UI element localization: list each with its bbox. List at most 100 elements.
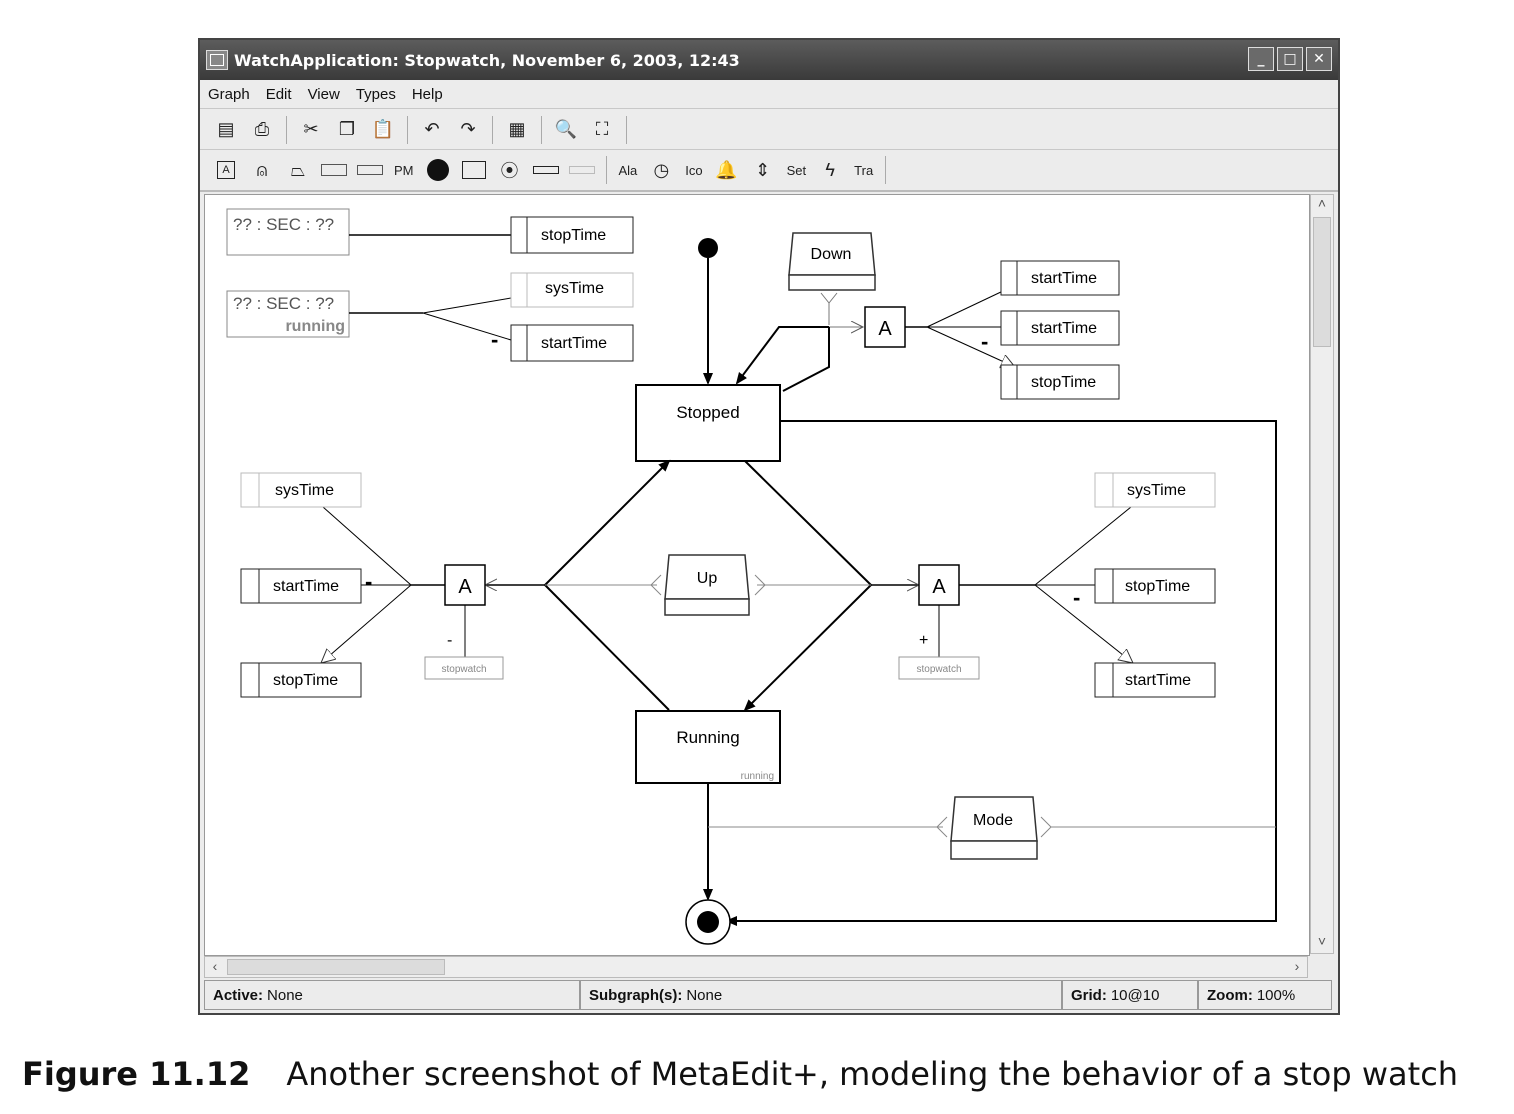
- status-active-label: Active:: [213, 986, 264, 1004]
- menu-edit[interactable]: Edit: [265, 85, 292, 103]
- var-label: stopTime: [1125, 578, 1190, 595]
- transition: [744, 460, 872, 586]
- button-label: Up: [697, 570, 718, 587]
- button-down[interactable]: Down: [788, 232, 876, 291]
- var-starttime-left[interactable]: startTime: [240, 568, 362, 604]
- watch-type-icon[interactable]: [532, 156, 560, 184]
- button-mode[interactable]: Mode: [950, 796, 1038, 860]
- print-icon[interactable]: ⎙: [254, 119, 270, 139]
- palette-tra[interactable]: Tra: [854, 162, 874, 178]
- palette-pm[interactable]: PM: [394, 162, 414, 178]
- scroll-left-icon[interactable]: ‹: [212, 958, 218, 974]
- var-stoptime-top[interactable]: stopTime: [510, 216, 634, 254]
- properties-icon[interactable]: ▤: [217, 119, 235, 139]
- fit-icon[interactable]: ⛶: [595, 119, 609, 139]
- stopwatch-ref-right[interactable]: stopwatch: [898, 656, 980, 680]
- action-left[interactable]: A: [444, 564, 486, 606]
- zoom-icon[interactable]: 🔍: [554, 119, 578, 139]
- figure-text: Another screenshot of MetaEdit+, modelin…: [286, 1055, 1459, 1093]
- action-right[interactable]: A: [918, 564, 960, 606]
- display-box-1[interactable]: ?? : SEC : ??: [226, 208, 350, 256]
- var-label: startTime: [273, 578, 339, 595]
- title-bar[interactable]: WatchApplication: Stopwatch, November 6,…: [200, 40, 1338, 80]
- app-type-icon[interactable]: [568, 156, 596, 184]
- start-state-icon[interactable]: [424, 156, 452, 184]
- variable-type-icon[interactable]: [356, 156, 384, 184]
- updown-arrow-icon[interactable]: ⇕: [755, 159, 771, 180]
- lightning-icon[interactable]: ϟ: [825, 159, 835, 180]
- scroll-down-icon[interactable]: ˅: [1317, 933, 1327, 949]
- menu-view[interactable]: View: [307, 85, 340, 103]
- var-systime-top[interactable]: sysTime: [510, 272, 634, 308]
- minus-sign: -: [447, 632, 452, 649]
- display-box-2[interactable]: ?? : SEC : ?? running: [226, 290, 350, 338]
- status-grid-value: 10@10: [1110, 986, 1160, 1004]
- action-type-icon[interactable]: A: [212, 156, 240, 184]
- copy-icon[interactable]: ❐: [338, 119, 356, 139]
- app-icon: [206, 50, 228, 70]
- table-icon[interactable]: ▦: [508, 119, 526, 139]
- display-running-label: running: [285, 318, 345, 335]
- palette-ala[interactable]: Ala: [618, 162, 638, 178]
- var-starttime-top[interactable]: startTime: [510, 324, 634, 362]
- close-button[interactable]: ✕: [1306, 47, 1332, 71]
- event-arrow: [820, 292, 838, 304]
- connector: [322, 506, 412, 586]
- initial-state[interactable]: [698, 238, 718, 258]
- toolbar-separator: [492, 115, 493, 144]
- horizontal-scrollbar[interactable]: ‹ ›: [204, 956, 1308, 978]
- var-systime-right[interactable]: sysTime: [1094, 472, 1216, 508]
- var-starttime-tr1[interactable]: startTime: [1000, 260, 1120, 296]
- action-label: A: [878, 318, 892, 340]
- menu-graph[interactable]: Graph: [208, 85, 250, 103]
- var-starttime-right[interactable]: startTime: [1094, 662, 1216, 698]
- type-palette: A ⍝ ⏢ PM ⦿ Ala ◷ Ico 🔔 ⇕ Set ϟ Tra: [200, 150, 1338, 192]
- palette-ico[interactable]: Ico: [685, 162, 703, 178]
- cut-icon[interactable]: ✂: [303, 119, 319, 139]
- application-window: WatchApplication: Stopwatch, November 6,…: [198, 38, 1340, 1015]
- minimize-button[interactable]: _: [1248, 47, 1274, 71]
- redo-icon[interactable]: ↷: [460, 119, 476, 139]
- final-state[interactable]: [685, 899, 731, 945]
- action-top[interactable]: A: [864, 306, 906, 348]
- menu-types[interactable]: Types: [355, 85, 396, 103]
- window-title: WatchApplication: Stopwatch, November 6,…: [234, 50, 740, 70]
- vertical-scrollbar[interactable]: ˄ ˅: [1310, 194, 1334, 954]
- paste-icon[interactable]: 📋: [371, 119, 395, 139]
- minus-sign: -: [981, 329, 988, 354]
- button-up[interactable]: Up: [664, 554, 750, 616]
- button-shape-icon[interactable]: ⏢: [290, 159, 306, 180]
- clock-icon[interactable]: ◷: [653, 159, 670, 180]
- connector: [321, 584, 412, 663]
- palette-set[interactable]: Set: [786, 162, 807, 178]
- var-stoptime-tr[interactable]: stopTime: [1000, 364, 1120, 400]
- scroll-up-icon[interactable]: ˄: [1317, 195, 1327, 211]
- maximize-button[interactable]: □: [1277, 47, 1303, 71]
- connector: [422, 297, 512, 314]
- minus-sign: -: [1073, 585, 1080, 610]
- var-stoptime-right[interactable]: stopTime: [1094, 568, 1216, 604]
- stopwatch-ref-left[interactable]: stopwatch: [424, 656, 504, 680]
- connector: [422, 312, 512, 341]
- state-type-icon[interactable]: [460, 156, 488, 184]
- alarm-shape-icon[interactable]: ⍝: [256, 159, 268, 180]
- end-state-icon[interactable]: ⦿: [500, 161, 519, 181]
- var-label: startTime: [1031, 270, 1097, 287]
- state-stopped[interactable]: Stopped: [635, 384, 781, 462]
- bell-icon[interactable]: 🔔: [715, 159, 738, 180]
- button-label: Down: [811, 246, 852, 263]
- status-subgraph-label: Subgraph(s):: [589, 986, 683, 1004]
- horizontal-scroll-thumb[interactable]: [227, 959, 445, 975]
- connector: [1034, 506, 1132, 586]
- menu-help[interactable]: Help: [411, 85, 443, 103]
- var-label: stopTime: [1031, 374, 1096, 391]
- scroll-right-icon[interactable]: ›: [1294, 958, 1300, 974]
- display-type-icon[interactable]: [320, 156, 348, 184]
- state-running[interactable]: Running running: [635, 710, 781, 784]
- diagram-canvas[interactable]: ?? : SEC : ?? stopTime ?? : SEC : ?? run…: [204, 194, 1310, 956]
- var-systime-left[interactable]: sysTime: [240, 472, 362, 508]
- undo-icon[interactable]: ↶: [424, 119, 440, 139]
- var-starttime-tr2[interactable]: startTime: [1000, 310, 1120, 346]
- vertical-scroll-thumb[interactable]: [1313, 217, 1331, 347]
- var-stoptime-left[interactable]: stopTime: [240, 662, 362, 698]
